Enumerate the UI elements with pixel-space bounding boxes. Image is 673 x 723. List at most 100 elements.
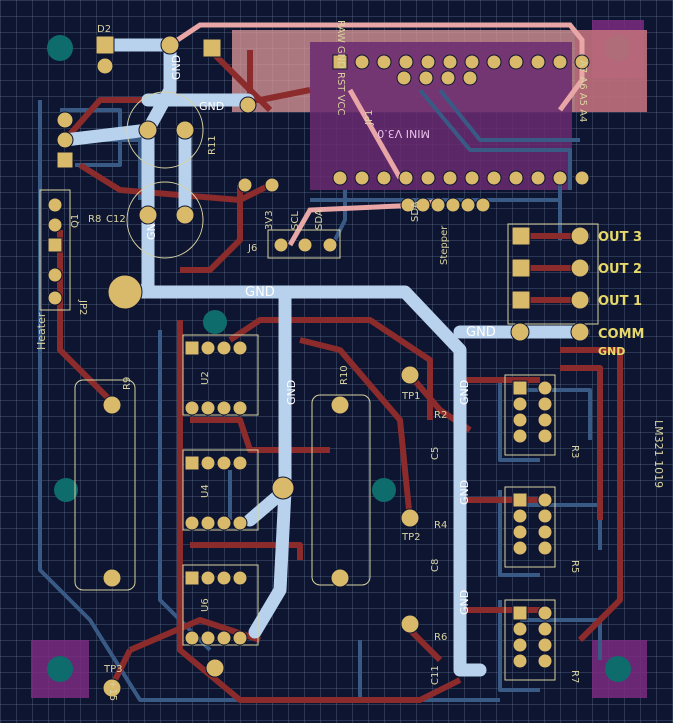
ref-r2: R2 [434, 410, 447, 421]
pin-pad [512, 653, 528, 669]
ref-c5: C5 [430, 447, 441, 460]
out3-label: OUT 3 [598, 230, 642, 245]
pin-pad [200, 400, 216, 416]
gnd-label-top: GND [199, 100, 224, 113]
gnd-label-main: GND [245, 285, 275, 300]
ref-side-text: LM321 1019 [652, 420, 665, 488]
pin-pad [200, 630, 216, 646]
pin-pad [552, 170, 568, 186]
pin-pad [200, 515, 216, 531]
ref-3v3: 3V3 [264, 210, 275, 230]
pin-pad [184, 570, 200, 586]
comm-label: COMM [598, 327, 644, 342]
mini-module [232, 30, 647, 190]
pin-pad [537, 605, 553, 621]
pin-pad [552, 54, 568, 70]
ref-c8: C8 [430, 559, 441, 572]
ref-sda: SDA [314, 209, 325, 230]
pin-pad [232, 455, 248, 471]
front-copper-traces [57, 47, 623, 703]
ref-r4: R4 [434, 520, 447, 531]
ref-plus15: +15 [107, 680, 118, 701]
pin-pad [216, 455, 232, 471]
pin-pad [512, 637, 528, 653]
gnd-label-vertical-1: GND [170, 55, 183, 80]
gnd-label-right: GND [466, 325, 496, 340]
pin-pad [332, 170, 348, 186]
pin-pad [398, 170, 414, 186]
pin-pad [537, 637, 553, 653]
ref-c12: C12 [106, 214, 126, 225]
ref-r3: R3 [569, 445, 580, 458]
pin-pad [200, 340, 216, 356]
ref-sda-module: SDA [410, 201, 421, 222]
ref-u4: U4 [200, 484, 211, 498]
pads [47, 35, 420, 698]
ref-r10: R10 [339, 365, 350, 385]
pin-pad [354, 170, 370, 186]
pin-pad [440, 70, 456, 86]
pin-pad [537, 396, 553, 412]
pin-pad [512, 412, 528, 428]
pin-pad [445, 197, 461, 213]
pin-pad [216, 630, 232, 646]
pin-pad [537, 524, 553, 540]
pin-pad [486, 54, 502, 70]
ref-r5: R5 [569, 560, 580, 573]
ref-r9: R9 [122, 377, 133, 390]
gnd-pin-label: GND [598, 345, 625, 358]
pin-pad [420, 170, 436, 186]
pin-pad [376, 170, 392, 186]
ref-r6: R6 [434, 632, 447, 643]
pin-pad [574, 54, 590, 70]
pin-pad [464, 54, 480, 70]
pin-pad [475, 197, 491, 213]
ref-u2: U2 [200, 371, 211, 385]
pin-pad [537, 492, 553, 508]
pin-pad [460, 197, 476, 213]
pin-pad [442, 54, 458, 70]
module-ref: JP1 [364, 110, 375, 126]
pin-pad [574, 170, 590, 186]
pin-pad [537, 380, 553, 396]
ref-q1: Q1 [70, 214, 81, 228]
ref-r8: R8 [88, 214, 101, 225]
ref-tp1: TP1 [401, 391, 421, 402]
pin-pad [400, 197, 416, 213]
pin-pad [512, 492, 528, 508]
pin-pad [537, 621, 553, 637]
pin-pad [398, 54, 414, 70]
mounting-holes [31, 20, 647, 698]
pin-pad [462, 70, 478, 86]
pin-pad [530, 54, 546, 70]
reference-labels: D2 Q1 R8 C12 R11 J6 JP2 Heater R9 U2 U4 … [35, 20, 665, 701]
pin-pad [430, 197, 446, 213]
ref-jp2: JP2 [77, 299, 88, 315]
pin-pad [418, 70, 434, 86]
pin-pad [512, 380, 528, 396]
pin-pad [232, 570, 248, 586]
ref-c11: C11 [430, 665, 441, 685]
pin-pad [537, 540, 553, 556]
gnd-label-vertical-4: GND [458, 380, 471, 405]
out1-label: OUT 1 [598, 294, 642, 309]
pin-pad [537, 653, 553, 669]
pin-pad [200, 455, 216, 471]
pin-pad [376, 54, 392, 70]
ref-j6: J6 [247, 243, 257, 254]
pin-pad [420, 54, 436, 70]
pin-pad [442, 170, 458, 186]
pin-pad [486, 170, 502, 186]
pin-pad [512, 508, 528, 524]
output-pads [510, 226, 590, 342]
ref-d2: D2 [97, 24, 111, 35]
pin-pad [216, 515, 232, 531]
ref-scl: SCL [290, 211, 301, 230]
ref-u6: U6 [200, 598, 211, 612]
ref-tp3: TP3 [103, 664, 123, 675]
pin-pad [332, 54, 348, 70]
pin-pad [512, 428, 528, 444]
pin-pad [415, 197, 431, 213]
